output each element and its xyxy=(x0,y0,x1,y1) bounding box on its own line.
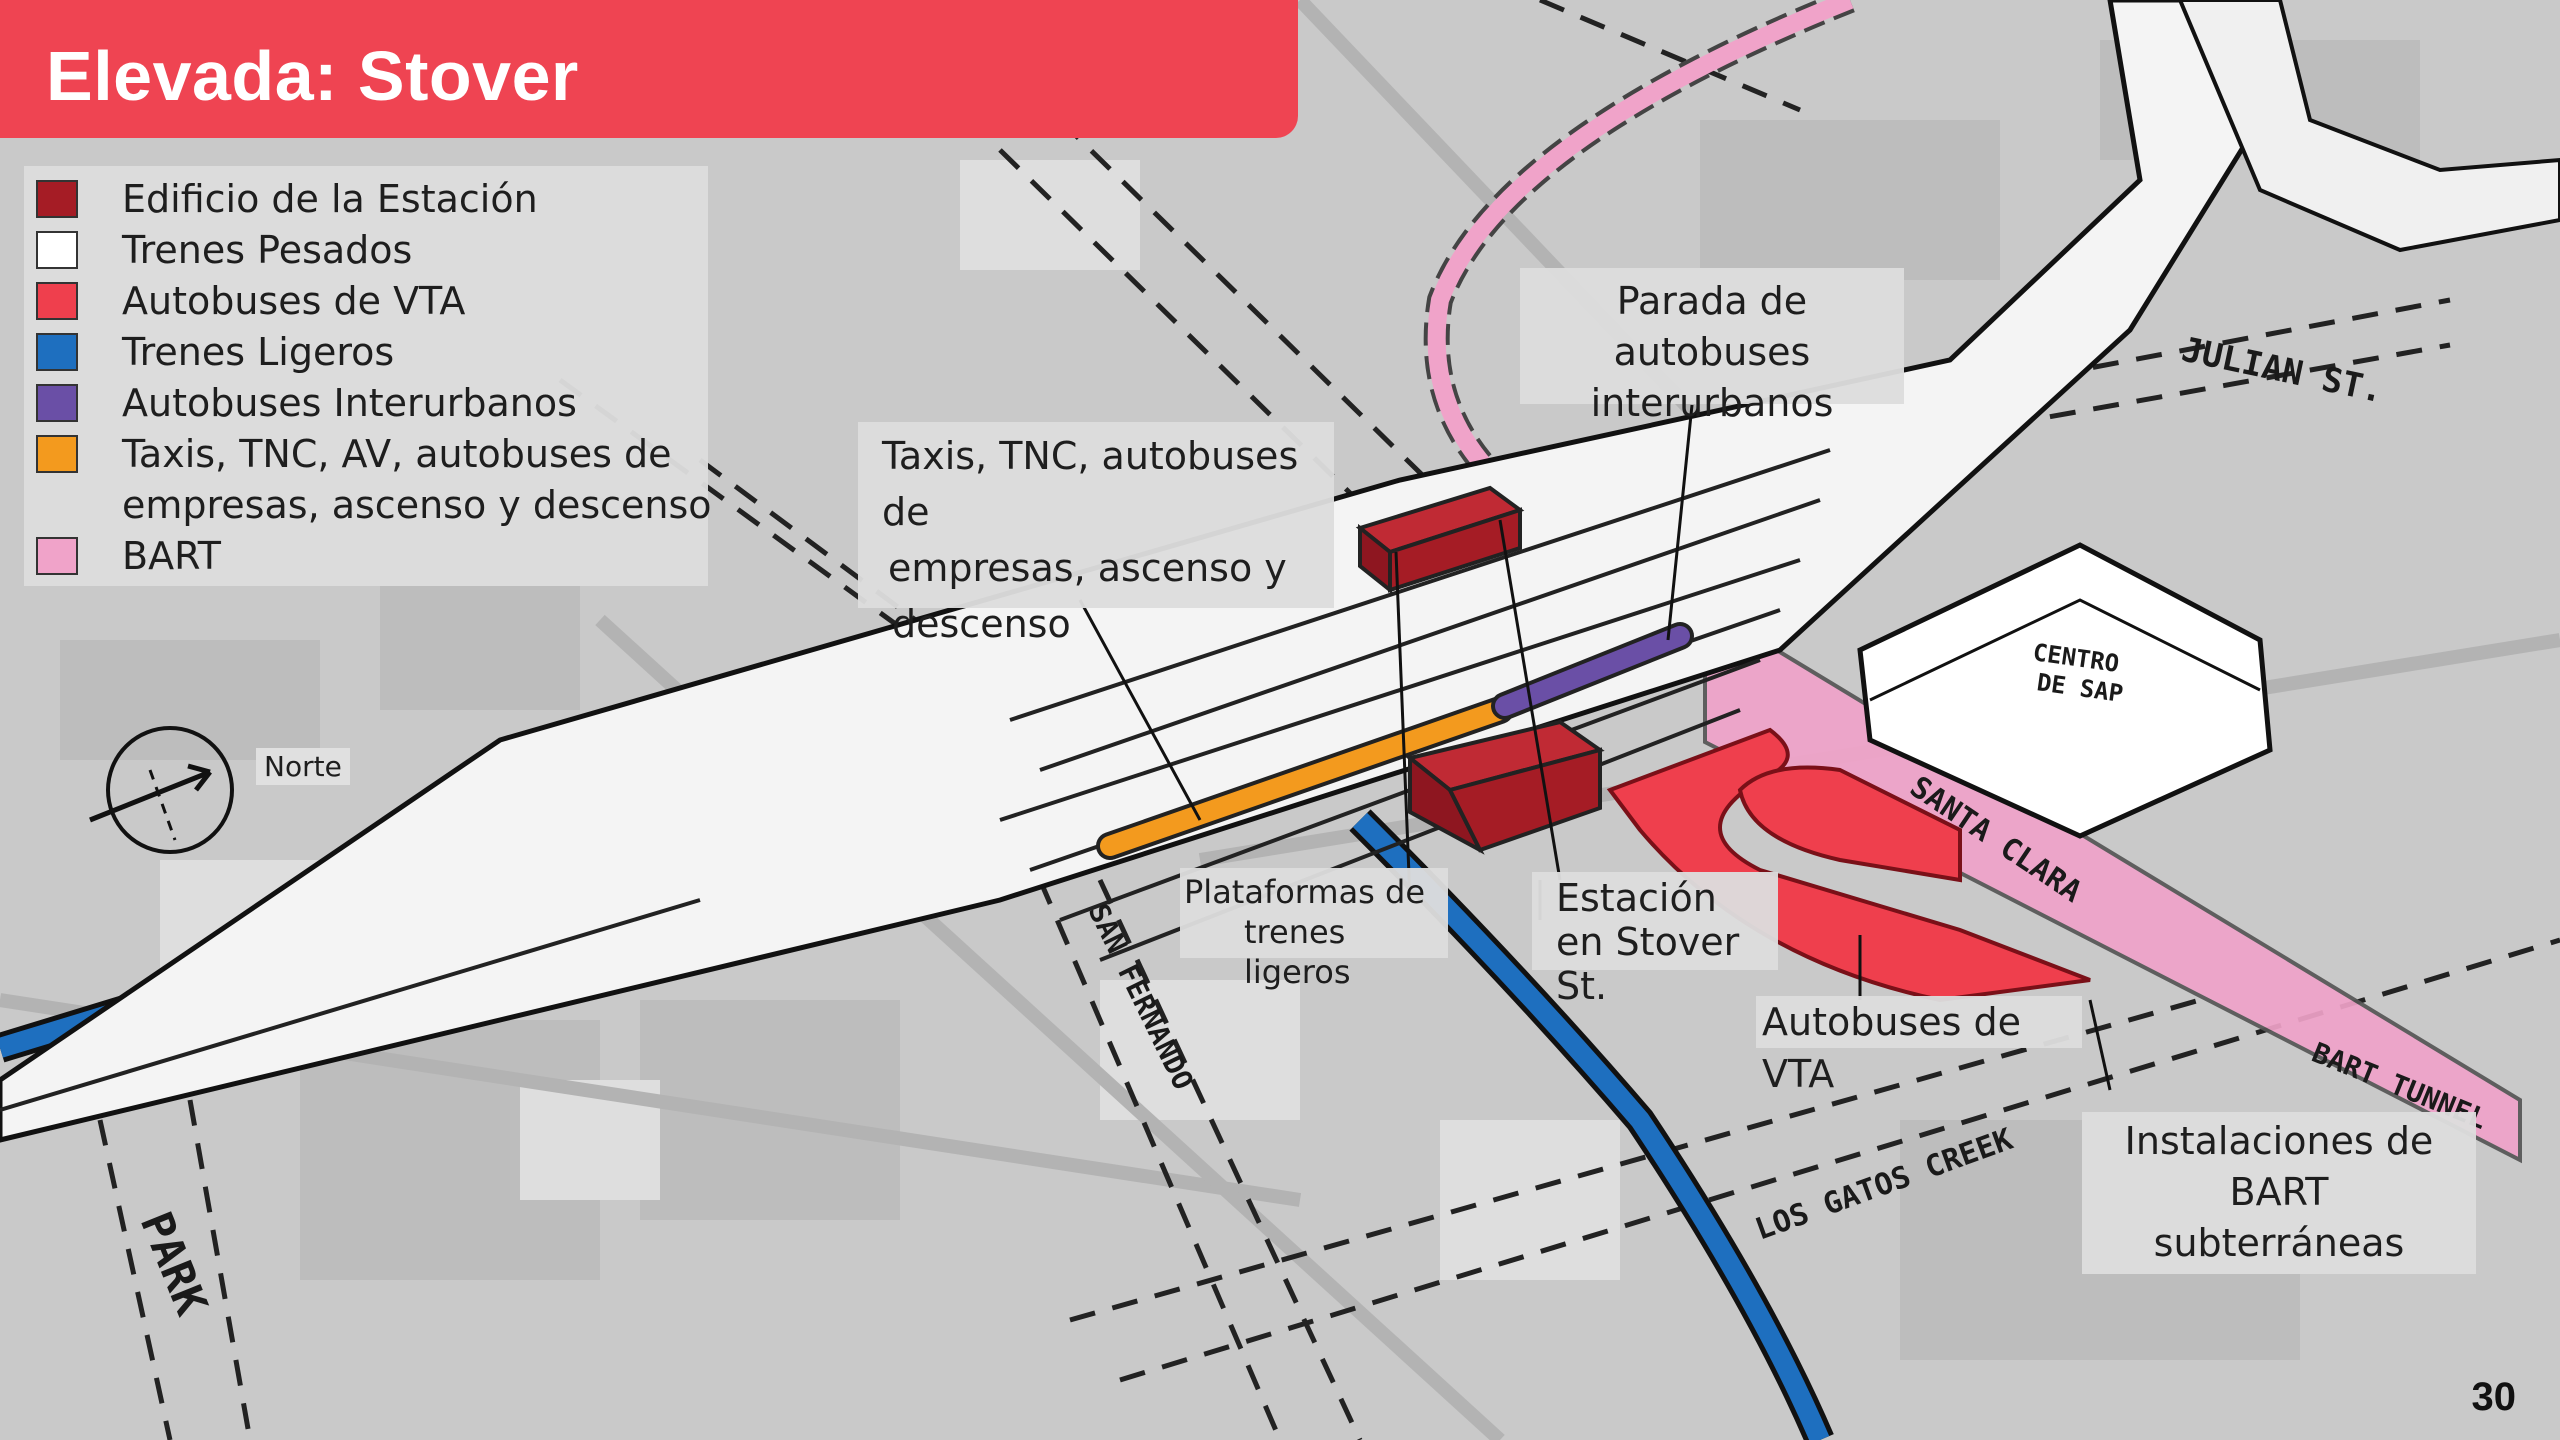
station-building-stover xyxy=(1405,719,1605,855)
callout-text: en Stover St. xyxy=(1556,920,1740,1008)
legend-swatch-heavy-rail xyxy=(36,231,78,269)
north-arrow xyxy=(89,726,234,854)
callout-text: trenes ligeros xyxy=(1244,913,1351,991)
park-street-line xyxy=(97,1119,173,1440)
legend-label: Taxis, TNC, AV, autobuses de xyxy=(122,432,672,476)
legend-label: Autobuses de VTA xyxy=(122,279,466,323)
legend-label: Trenes Pesados xyxy=(122,228,413,272)
callout-text: Plataformas de xyxy=(1184,873,1426,911)
sap-center-building xyxy=(1857,542,2273,839)
callout-text: Taxis, TNC, autobuses de xyxy=(882,434,1299,534)
callout-text: Autobuses de VTA xyxy=(1762,1000,2021,1096)
callout-light-rail-platforms: Plataformas de trenes ligeros xyxy=(1180,868,1448,991)
callout-bart-facilities: Instalaciones de BART subterráneas xyxy=(2082,1112,2476,1274)
legend-swatch-bart xyxy=(36,537,78,575)
page-number: 30 xyxy=(2471,1375,2517,1419)
leader-platform-1 xyxy=(1394,551,1412,901)
legend-swatch-vta-bus xyxy=(36,282,78,320)
callout-text: Instalaciones de xyxy=(2124,1119,2434,1163)
callout-stover-station: Estación en Stover St. xyxy=(1532,872,1778,1008)
callout-text: interurbanos xyxy=(1590,381,1834,425)
slide-title: Elevada: Stover xyxy=(46,37,579,115)
legend-label: Trenes Ligeros xyxy=(122,330,395,374)
legend-label: empresas, ascenso y descenso xyxy=(122,483,712,527)
callout-text: descenso xyxy=(892,602,1071,646)
north-label: Norte xyxy=(256,748,350,785)
legend-label: Edificio de la Estación xyxy=(122,177,538,221)
callout-taxi-tnc: Taxis, TNC, autobuses de empresas, ascen… xyxy=(858,422,1334,646)
legend-swatch-taxi-tnc xyxy=(36,435,78,473)
leader-taxi xyxy=(1078,599,1202,821)
leader-intercity xyxy=(1666,404,1694,641)
legend-swatch-intercity-bus xyxy=(36,384,78,422)
legend-swatch-station-building xyxy=(36,180,78,218)
station-building-upper xyxy=(1355,485,1525,595)
legend: Edificio de la Estación Trenes Pesados A… xyxy=(24,166,712,586)
callout-text: Parada de autobuses xyxy=(1613,279,1811,374)
legend-label: BART xyxy=(122,534,221,578)
callout-intercity-bus-stop: Parada de autobuses interurbanos xyxy=(1520,268,1904,425)
legend-label: Autobuses Interurbanos xyxy=(122,381,577,425)
callout-text: Estación xyxy=(1556,876,1717,920)
callout-vta-buses: Autobuses de VTA xyxy=(1756,996,2082,1096)
callout-text: BART xyxy=(2229,1170,2329,1214)
callout-text: empresas, ascenso y xyxy=(888,546,1287,590)
callout-text: subterráneas xyxy=(2153,1221,2405,1265)
leader-platform-2 xyxy=(1498,519,1562,881)
leader-bart xyxy=(2088,999,2112,1091)
legend-swatch-light-rail xyxy=(36,333,78,371)
title-bar: Elevada: Stover xyxy=(0,0,1298,138)
